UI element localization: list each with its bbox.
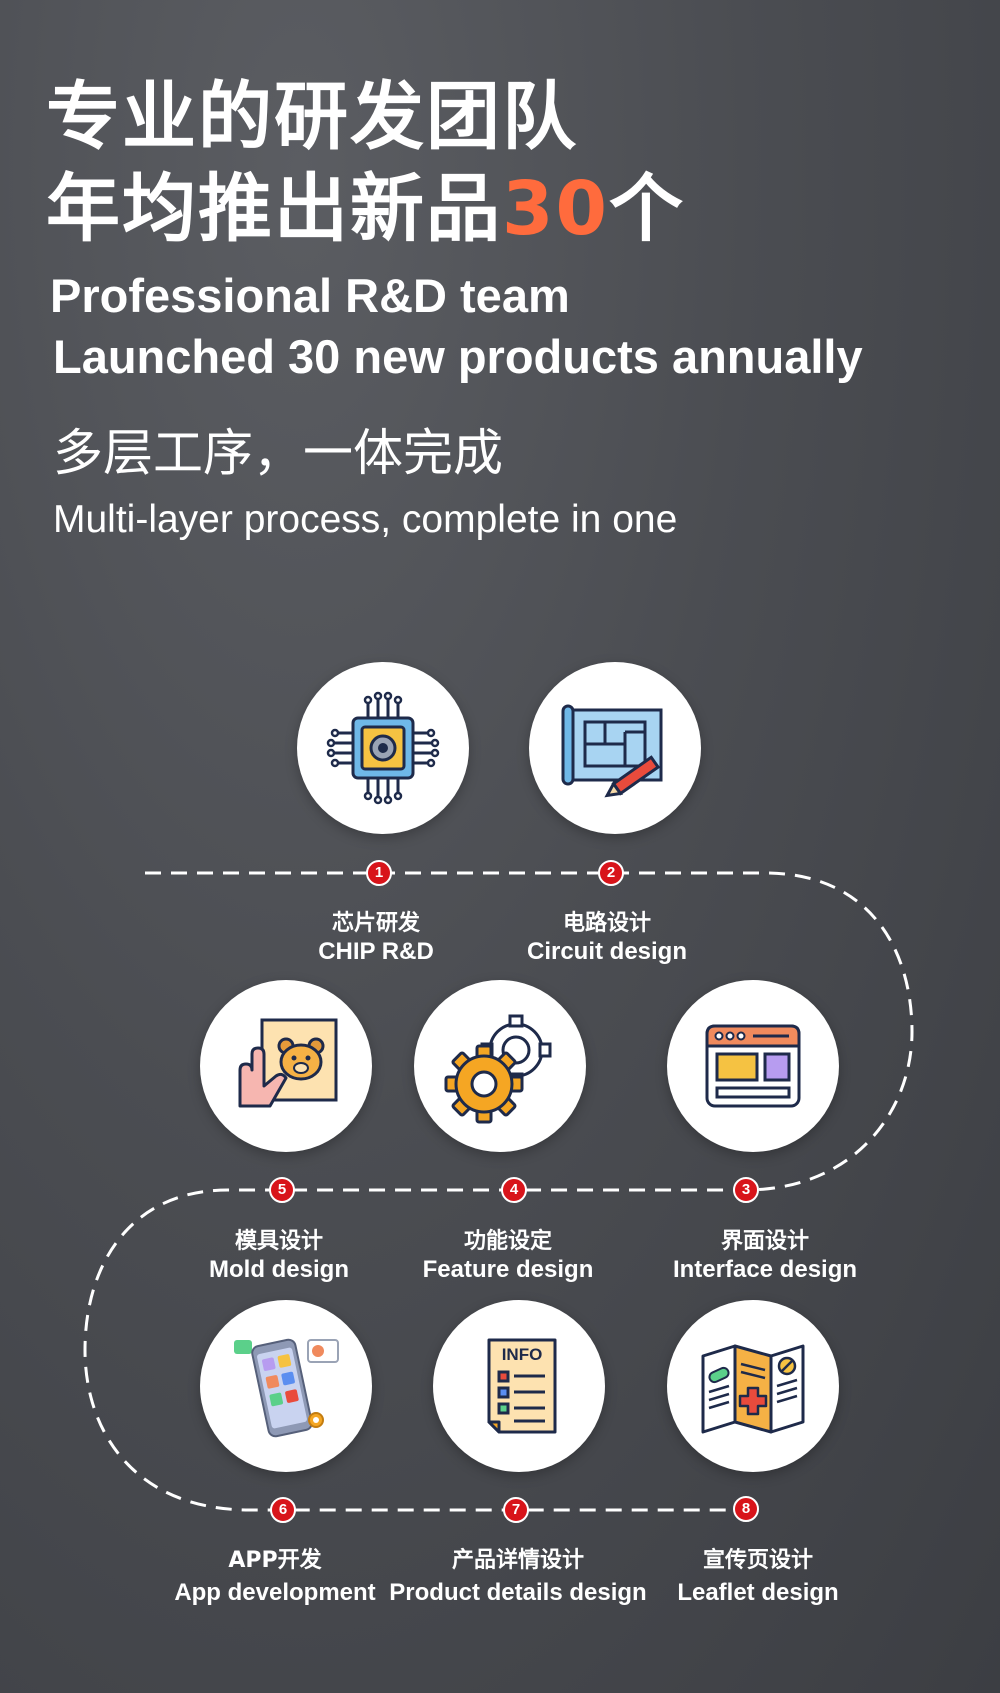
step-8-label-cn: 宣传页设计 bbox=[702, 1548, 813, 1573]
step-3-circle bbox=[667, 980, 839, 1152]
step-6-badge: 6 bbox=[270, 1497, 296, 1523]
step-4-circle bbox=[414, 980, 586, 1152]
step-5-badge: 5 bbox=[269, 1177, 295, 1203]
step-6-label-cn: APP开发 bbox=[228, 1548, 322, 1573]
step-3-label: 界面设计 Interface design bbox=[625, 1228, 905, 1284]
blueprint-icon bbox=[561, 704, 663, 798]
step-5-label: 模具设计 Mold design bbox=[139, 1228, 419, 1284]
step-4-label-cn: 功能设定 bbox=[463, 1229, 552, 1254]
step-2-circle bbox=[529, 662, 701, 834]
step-1-badge: 1 bbox=[366, 860, 392, 886]
step-8-label-en: Leaflet design bbox=[677, 1579, 839, 1606]
step-7-circle: INFO bbox=[433, 1300, 605, 1472]
step-3-badge: 3 bbox=[733, 1177, 759, 1203]
step-7-label-cn: 产品详情设计 bbox=[451, 1548, 584, 1573]
step-1-label: 芯片研发 CHIP R&D bbox=[236, 910, 516, 966]
step-5-label-en: Mold design bbox=[209, 1256, 349, 1283]
step-5-label-cn: 模具设计 bbox=[234, 1229, 323, 1254]
title-en-line-2: Launched 30 new products annually bbox=[53, 330, 863, 383]
title-line-2-suffix: 个 bbox=[608, 166, 685, 252]
step-8-circle bbox=[667, 1300, 839, 1472]
step-2-label: 电路设计 Circuit design bbox=[467, 910, 747, 966]
step-2-badge: 2 bbox=[598, 860, 624, 886]
step-6-circle bbox=[200, 1300, 372, 1472]
chip-icon bbox=[326, 691, 440, 805]
step-8-label: 宣传页设计 Leaflet design bbox=[618, 1547, 898, 1611]
step-5-circle bbox=[200, 980, 372, 1152]
subtitle-cn: 多层工序，一体完成 bbox=[53, 424, 503, 482]
title-highlight-number: 30 bbox=[502, 166, 609, 252]
step-8-badge: 8 bbox=[733, 1496, 759, 1522]
leaflet-icon bbox=[701, 1344, 805, 1434]
step-3-label-en: Interface design bbox=[672, 1256, 858, 1283]
title-line-2: 年均推出新品30个 bbox=[46, 172, 685, 246]
step-4-label: 功能设定 Feature design bbox=[368, 1228, 648, 1284]
title-line-2-prefix: 年均推出新品 bbox=[46, 166, 502, 252]
step-7-badge: 7 bbox=[503, 1497, 529, 1523]
info-document-icon: INFO bbox=[487, 1338, 557, 1434]
step-4-badge: 4 bbox=[501, 1177, 527, 1203]
browser-window-icon bbox=[705, 1024, 801, 1108]
step-3-label-cn: 界面设计 bbox=[720, 1229, 809, 1254]
gears-icon bbox=[444, 1014, 552, 1124]
step-1-label-en: CHIP R&D bbox=[318, 938, 434, 965]
step-1-label-cn: 芯片研发 bbox=[331, 911, 420, 936]
step-7-label: 产品详情设计 Product details design bbox=[378, 1547, 658, 1611]
step-2-label-en: Circuit design bbox=[526, 938, 688, 965]
step-1-circle bbox=[297, 662, 469, 834]
title-en-line-1: Professional R&D team bbox=[50, 269, 570, 322]
info-glyph: INFO bbox=[502, 1345, 543, 1364]
step-6-label: APP开发 App development bbox=[135, 1547, 415, 1611]
bear-mold-icon bbox=[238, 1018, 338, 1108]
mobile-app-icon bbox=[234, 1338, 339, 1438]
step-7-label-en: Product details design bbox=[389, 1579, 647, 1606]
title-line-1: 专业的研发团队 bbox=[46, 74, 578, 160]
step-2-label-cn: 电路设计 bbox=[562, 911, 651, 936]
step-4-label-en: Feature design bbox=[422, 1256, 594, 1283]
subtitle-en: Multi-layer process, complete in one bbox=[53, 498, 678, 541]
step-6-label-en: App development bbox=[174, 1579, 376, 1606]
